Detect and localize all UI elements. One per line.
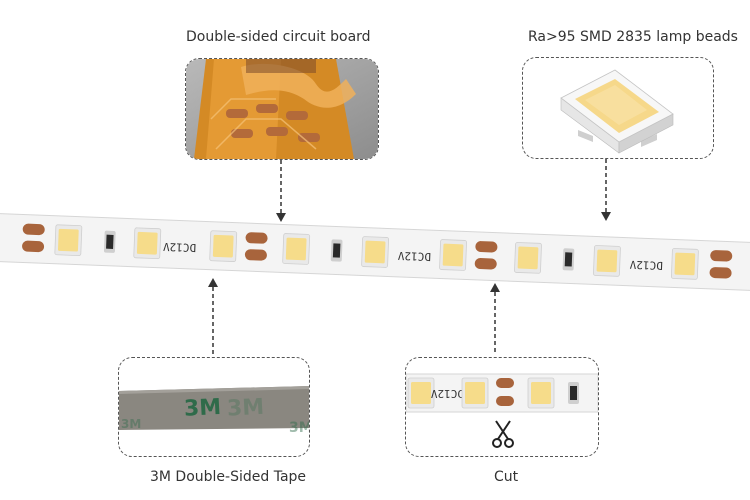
tape-print-edge-left: 3M [121,417,141,431]
led-bead [282,233,311,265]
flex-circuit-image [186,59,378,159]
circuit-arrow [276,160,286,222]
circuit-board-box [185,58,379,160]
tape-print-faded: 3M [226,395,264,422]
tape-arrow [208,278,218,355]
tape-label: 3M Double-Sided Tape [150,469,307,485]
tape-print-edge-right: 3M [289,420,309,436]
led-bead [593,245,621,277]
led-bead [514,242,542,274]
copper-pad [22,223,45,236]
lamp-beads-label: Ra>95 SMD 2835 lamp beads [528,29,738,45]
copper-pad [22,240,45,253]
resistor [103,230,116,253]
copper-pad [244,249,267,261]
tape-image: 3M 3M 3M 3M [119,386,309,436]
led-bead [439,239,467,271]
scissors-icon[interactable] [491,419,515,449]
led-bead [670,248,699,280]
copper-pad [709,267,732,279]
tape-box: 3M 3M 3M 3M [118,357,310,457]
voltage-marking: DC12V [629,258,663,272]
copper-pad [245,232,268,244]
voltage-marking: DC12V [431,387,464,400]
cut-label: Cut [494,469,519,485]
led-bead [54,224,83,257]
resistor [330,239,343,262]
led-bead [209,230,238,262]
resistor [562,248,575,271]
beads-arrow [601,159,611,221]
led-bead [133,227,162,260]
tape-print-main: 3M [183,395,221,422]
copper-pad [475,241,498,253]
voltage-marking: DC12V [162,240,196,254]
cut-arrow [490,283,500,355]
copper-pad [496,378,514,388]
led-bead [361,236,390,268]
copper-pad [474,258,497,270]
cut-box: DC12V [405,357,599,457]
circuit-board-label: Double-sided circuit board [186,29,371,45]
copper-pad [496,396,514,406]
cut-strip-image: DC12V [406,373,598,413]
strip-body [0,212,750,292]
voltage-marking: DC12V [397,249,431,263]
lamp-beads-box [522,57,714,159]
copper-pad [710,250,733,262]
smd-led-image [560,69,674,154]
